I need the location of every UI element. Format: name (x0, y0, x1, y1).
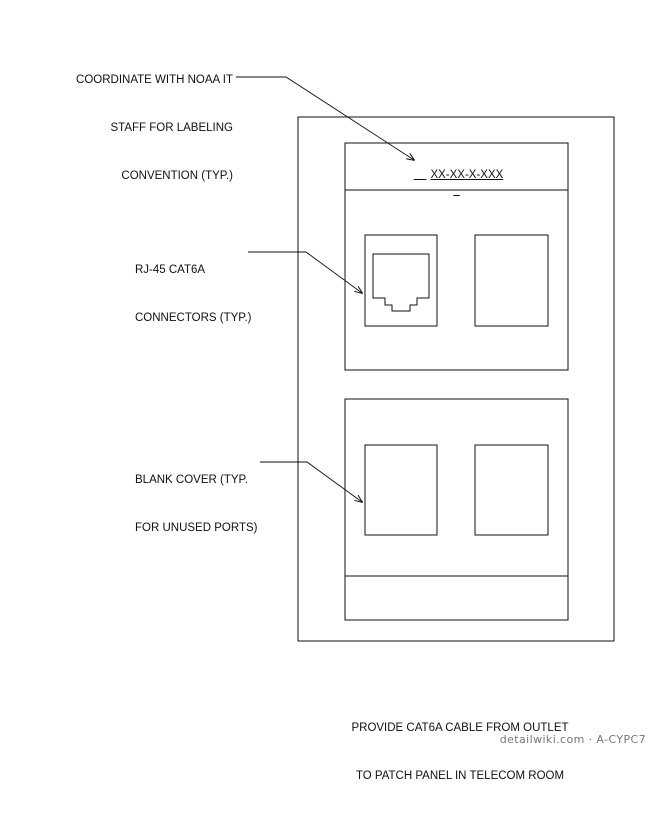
leader-blank-cover-note (260, 461, 362, 502)
connector-note: RJ-45 CAT6A CONNECTORS (TYP.) (135, 230, 252, 358)
leader-connector-note (248, 251, 362, 293)
upper-module (344, 189, 569, 371)
faceplate-label-value: XX-XX-X-XXX (430, 169, 504, 181)
cable-note-line-1: PROVIDE CAT6A CABLE FROM OUTLET (351, 722, 569, 734)
labeling-note-line-3: CONVENTION (TYP.) (121, 170, 233, 182)
blank-cover-note: BLANK COVER (TYP. FOR UNUSED PORTS) (135, 440, 257, 568)
blank-cover-lower-left (364, 444, 438, 536)
connector-note-line-1: RJ-45 CAT6A (135, 264, 206, 276)
leader-labeling-note (236, 76, 414, 160)
drawing-linework (236, 76, 615, 642)
blank-cover-upper-right (474, 234, 549, 327)
cable-note: PROVIDE CAT6A CABLE FROM OUTLET TO PATCH… (310, 688, 610, 816)
labeling-note: COORDINATE WITH NOAA IT STAFF FOR LABELI… (76, 40, 233, 216)
blank-cover-note-line-1: BLANK COVER (TYP. (135, 474, 248, 486)
cable-note-line-2: TO PATCH PANEL IN TELECOM ROOM (355, 770, 565, 782)
faceplate-label-text: XX-XX-X-XXX (345, 151, 568, 199)
labeling-note-line-2: STAFF FOR LABELING (110, 122, 233, 134)
footer-credit: detailwiki.com · A-CYPC7 (499, 733, 646, 746)
lower-module (344, 398, 569, 621)
faceplate-outline (297, 116, 615, 642)
connector-note-line-2: CONNECTORS (TYP.) (135, 312, 252, 324)
labeling-note-line-1: COORDINATE WITH NOAA IT (76, 74, 233, 86)
rj45-jack (364, 234, 438, 327)
blank-cover-note-line-2: FOR UNUSED PORTS) (135, 522, 258, 534)
blank-cover-lower-right (474, 444, 549, 536)
detail-drawing: COORDINATE WITH NOAA IT STAFF FOR LABELI… (76, 40, 646, 782)
rj45-port-opening (372, 253, 430, 312)
